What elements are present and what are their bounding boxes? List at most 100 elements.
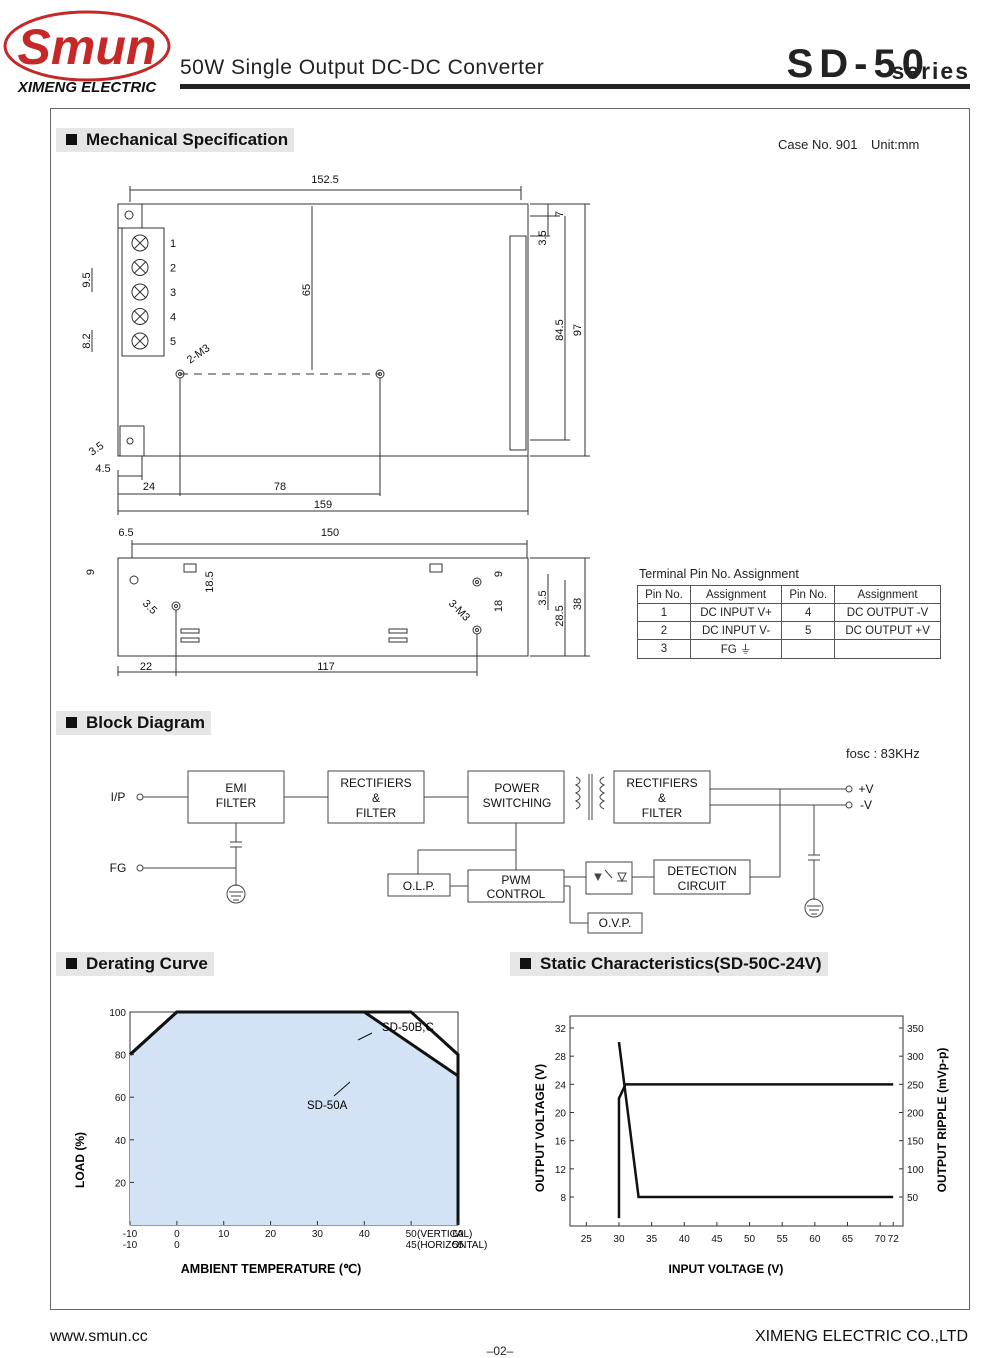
derating-xtick-label: 10 (218, 1229, 230, 1240)
table-row: 3 FG ⏚ (637, 639, 941, 659)
dim-label: 9 (493, 571, 505, 577)
static-xtick-label: 25 (581, 1234, 593, 1245)
dim-label: 24 (143, 481, 155, 493)
block-label: EMI (225, 781, 246, 795)
block-label: RECTIFIERS (340, 776, 411, 790)
static-ytick-right-label: 250 (907, 1080, 924, 1091)
terminal-screw-slash (133, 261, 147, 274)
static-section-title: Static Characteristics(SD-50C-24V) (510, 952, 828, 976)
terminal-number: 5 (170, 336, 176, 348)
smun-logo: Smun XIMENG ELECTRIC (3, 10, 171, 96)
pin-header-cell: Assignment (834, 585, 941, 604)
dim-label: 4.5 (95, 463, 110, 475)
table-row: 2 DC INPUT V- 5 DC OUTPUT +V (637, 621, 941, 640)
dim-label: 8.2 (81, 333, 93, 348)
pin-cell: DC INPUT V- (689, 621, 783, 640)
terminal-number: 1 (170, 238, 176, 250)
derating-xtick-label: 0 (174, 1229, 180, 1240)
static-ytick-right-label: 150 (907, 1137, 924, 1148)
dim-label: 159 (314, 499, 332, 511)
block-diagram: I/P FG EMI FILTER RECTIFIERS & FILTER PO… (110, 770, 874, 934)
derating-series-label-a: SD-50A (307, 1100, 348, 1112)
block-label: FILTER (216, 796, 257, 810)
fg-label: FG (110, 861, 127, 875)
static-xtick-label: 55 (777, 1234, 789, 1245)
pin-cell (834, 639, 941, 659)
terminal-screw-slash (133, 285, 147, 299)
block-label: & (372, 791, 380, 805)
unit-label: Unit:mm (871, 137, 920, 152)
mechanical-section-title: Mechanical Specification (56, 128, 295, 152)
dim-label: 9 (85, 569, 97, 575)
static-ytick-left-label: 16 (555, 1137, 567, 1148)
dim-label: 78 (274, 481, 286, 493)
series-model: SD-50 (786, 42, 930, 86)
pin-cell: 2 (637, 621, 691, 640)
page-subtitle: 50W Single Output DC-DC Converter (180, 56, 545, 79)
static-ytick-right-label: 50 (907, 1193, 919, 1204)
terminal-screw-icon (131, 259, 149, 276)
dim-label: 3.5 (140, 598, 159, 617)
brand-name: Smun (18, 19, 157, 75)
static-xtick-label: 40 (679, 1234, 691, 1245)
terminal-screw-icon (131, 234, 149, 252)
table-row: 1 DC INPUT V+ 4 DC OUTPUT -V (637, 603, 941, 622)
block-label: SWITCHING (483, 796, 552, 810)
derating-xtick-label: 30 (312, 1229, 324, 1240)
derating-vertical-label: (VERTICAL) (417, 1229, 472, 1240)
block-label: POWER (494, 781, 540, 795)
pin-table-header: Pin No. Assignment Pin No. Assignment (637, 585, 941, 604)
pin-cell: DC OUTPUT -V (834, 603, 941, 622)
dim-label: 28.5 (554, 605, 566, 626)
derating-xtick-label: -10 (123, 1229, 138, 1240)
derating-label-arrow (357, 1032, 373, 1041)
dim-label: 22 (140, 661, 152, 673)
block-label: CIRCUIT (678, 879, 727, 893)
block-label: O.L.P. (403, 879, 435, 893)
dim-label: 38 (572, 598, 584, 610)
block-section-title: Block Diagram (56, 711, 212, 735)
static-xtick-label: 45 (711, 1234, 723, 1245)
content-frame (50, 108, 970, 1310)
terminal-screw-slash (133, 334, 147, 348)
derating-ytick-label: 40 (115, 1136, 127, 1147)
derating-horizontal-label: (HORIZONTAL) (417, 1240, 487, 1251)
footer-website[interactable]: www.smun.cc (50, 1328, 148, 1345)
dim-label: 7 (554, 211, 566, 217)
pin-cell: DC OUTPUT +V (834, 621, 941, 640)
derating-xtick-horizontal-label: 55 (452, 1240, 464, 1251)
dim-label: 2-M3 (185, 342, 212, 366)
static-ytick-left-label: 28 (555, 1052, 567, 1063)
pin-table: Pin No. Assignment Pin No. Assignment 1 … (637, 585, 941, 659)
block-label: CONTROL (487, 887, 546, 901)
derating-xtick-horizontal-label: -10 (123, 1240, 138, 1251)
output-ripple-line (617, 1041, 894, 1199)
block-label: DETECTION (667, 864, 736, 878)
dim-label: 18.5 (204, 571, 216, 592)
derating-series-label-b: SD-50B,C (382, 1022, 434, 1034)
static-ytick-left-label: 12 (555, 1165, 567, 1176)
derating-area-fill (130, 1012, 458, 1225)
block-label: PWM (501, 873, 530, 887)
dim-label: 3.5 (537, 590, 549, 605)
dim-label: 117 (317, 661, 335, 673)
derating-xtick-label: 50 (406, 1229, 418, 1240)
vminus-label: -V (860, 798, 872, 812)
block-label: FILTER (356, 806, 397, 820)
block-label: & (658, 791, 666, 805)
terminal-screw-slash (133, 310, 147, 323)
pin-cell: 3 (637, 639, 691, 659)
mechanical-drawing: 152.5 65 9.5 8.2 2-M3 3.5 4.5 24 78 159 … (81, 174, 590, 676)
dim-label: 152.5 (311, 174, 339, 186)
dim-label: 84.5 (554, 319, 566, 340)
output-voltage-line (617, 1083, 894, 1219)
static-ytick-right-label: 350 (907, 1024, 924, 1035)
pin-header-cell: Assignment (689, 585, 783, 604)
dim-label: 3.5 (87, 440, 106, 459)
static-xtick-label: 70 (875, 1234, 887, 1245)
pin-cell: DC INPUT V+ (689, 603, 783, 622)
vplus-label: +V (858, 782, 873, 796)
static-ytick-left-label: 8 (560, 1193, 566, 1204)
static-ytick-right-label: 200 (907, 1109, 924, 1120)
